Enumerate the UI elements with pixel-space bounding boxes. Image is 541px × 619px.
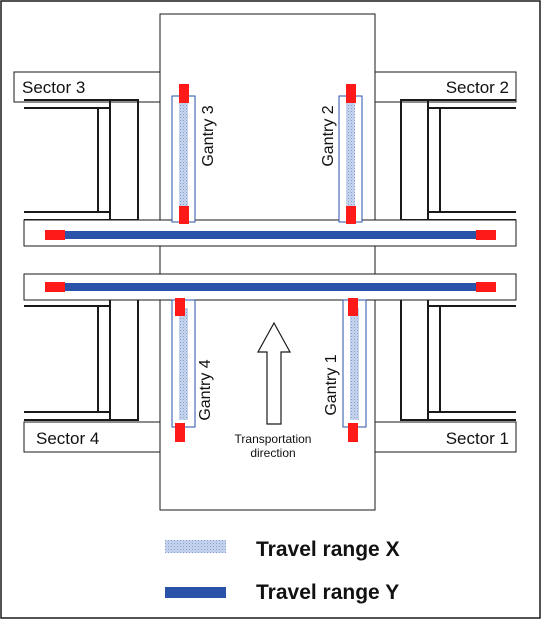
gantry-3-label: Gantry 3 bbox=[200, 105, 217, 166]
gantry-1 bbox=[343, 298, 366, 442]
direction-label-line2: direction bbox=[250, 446, 295, 460]
end-stop bbox=[346, 206, 356, 224]
end-stop bbox=[476, 282, 496, 292]
end-stop bbox=[45, 230, 65, 240]
sector-4-label: Sector 4 bbox=[36, 429, 99, 448]
travel-x-bar bbox=[179, 100, 188, 212]
end-stop bbox=[175, 298, 185, 316]
legend-label-y: Travel range Y bbox=[256, 581, 399, 604]
end-stop bbox=[346, 84, 356, 103]
end-stop bbox=[348, 298, 358, 316]
gantry-2-label: Gantry 2 bbox=[320, 105, 337, 166]
gantry-2 bbox=[339, 84, 362, 224]
travel-y-bar-upper bbox=[45, 231, 496, 239]
end-stop bbox=[476, 230, 496, 240]
travel-x-bar bbox=[346, 100, 355, 212]
gantry-4 bbox=[172, 298, 195, 442]
sector-1-label: Sector 1 bbox=[446, 429, 509, 448]
end-stop bbox=[348, 423, 358, 442]
end-stop bbox=[179, 84, 189, 103]
sector-3-label: Sector 3 bbox=[22, 78, 85, 97]
legend-swatch-y bbox=[165, 587, 226, 598]
end-stop bbox=[179, 206, 189, 224]
legend-label-x: Travel range X bbox=[256, 538, 400, 561]
sector-2-label: Sector 2 bbox=[446, 78, 509, 97]
travel-y-bar-lower bbox=[45, 283, 496, 291]
travel-x-bar bbox=[179, 308, 188, 420]
end-stop bbox=[175, 423, 185, 442]
travel-x-bar bbox=[350, 308, 359, 420]
direction-label-line1: Transportation bbox=[235, 432, 312, 446]
gantry-4-label: Gantry 4 bbox=[197, 359, 214, 420]
legend-swatch-x bbox=[165, 540, 226, 553]
gantry-1-label: Gantry 1 bbox=[323, 354, 340, 415]
gantry-3 bbox=[172, 84, 195, 224]
end-stop bbox=[45, 282, 65, 292]
